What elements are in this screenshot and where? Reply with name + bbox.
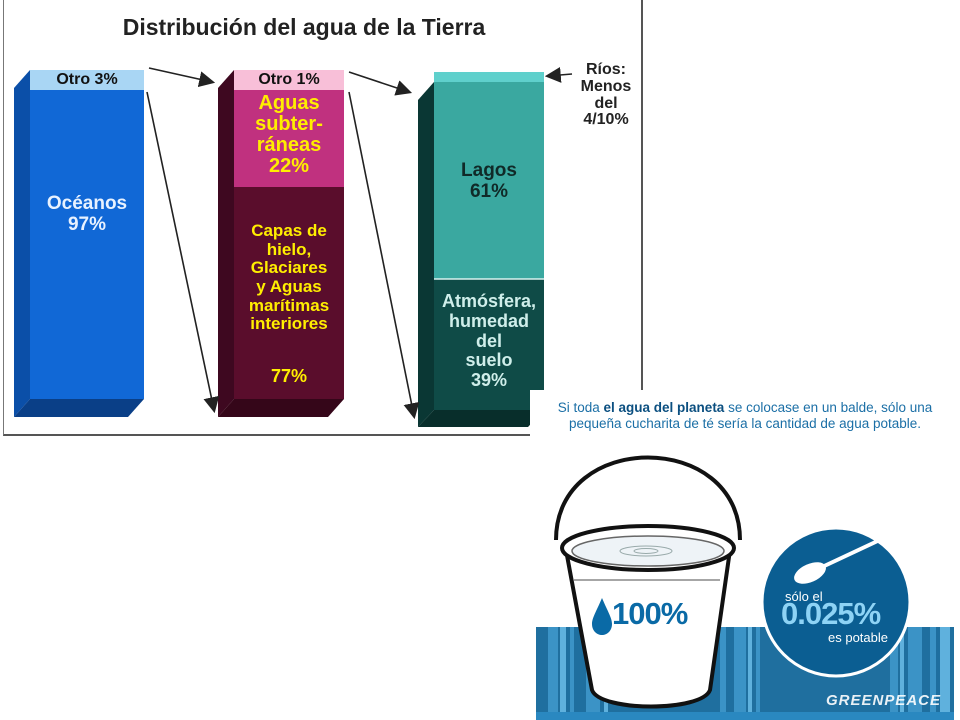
col3-upper-segment	[434, 82, 544, 279]
circle-prefix: sólo el	[785, 589, 823, 604]
infographic-svg	[536, 455, 954, 720]
col3-lower-line-3: del	[475, 330, 502, 351]
col2-main-line-3: Glaciares	[250, 258, 328, 278]
col2-main-line-1: Capas de	[251, 221, 327, 240]
chart-panel: Distribución del agua de la Tierra	[3, 0, 643, 436]
col3-lower-line-1: Atmósfera,	[441, 291, 537, 311]
col2-main-line-2: hielo,	[266, 239, 312, 259]
potable-circle	[760, 526, 912, 678]
rios-label: Ríos: Menos del 4/10%	[570, 61, 642, 129]
chart-svg	[14, 66, 573, 427]
column-oceans	[14, 70, 144, 417]
col2-main-line-4: y Aguas	[256, 277, 322, 297]
col3-top-segment	[434, 72, 544, 82]
col2-top-segment	[234, 70, 344, 90]
col2-mid-segment	[234, 90, 344, 187]
column-freshwater	[218, 70, 344, 417]
col3-lower-value: 39%	[470, 370, 508, 391]
col2-side	[218, 70, 234, 417]
col1-bottom	[14, 399, 144, 417]
greenpeace-logo: GREENPEACE	[826, 692, 942, 709]
col1-main-label: Océanos 97%	[30, 193, 144, 236]
rios-line-3: del	[594, 94, 618, 112]
col1-top-label: Otro 3%	[56, 71, 118, 88]
rios-line-4: 4/10%	[583, 111, 629, 129]
col2-bottom	[218, 399, 344, 417]
col2-top-label: Otro 1%	[258, 71, 320, 88]
col3-bottom	[418, 410, 544, 427]
arrow-down-1	[146, 91, 220, 414]
rios-line-1: Ríos:	[586, 61, 626, 78]
col2-main-value: 77%	[270, 366, 308, 386]
col1-main-segment	[30, 90, 144, 399]
col2-mid-line-2: subter-	[255, 113, 323, 135]
circle-value: 0.025%	[781, 596, 881, 631]
caption-highlight: el agua del planeta	[603, 400, 725, 415]
col3-upper-name: Lagos	[461, 160, 517, 181]
caption-part-2: se colocase en un balde, sólo una pequeñ…	[568, 400, 933, 432]
col3-lower-label: Atmósfera, humedad del suelo 39%	[430, 291, 548, 391]
col2-main-segment	[234, 187, 344, 399]
arrow-top-1	[148, 67, 216, 88]
arrow-rios	[544, 66, 573, 83]
col3-side	[418, 82, 434, 427]
bucket-value: 100%	[612, 596, 688, 631]
col1-main-value: 97%	[67, 214, 107, 236]
col2-main-line-6: interiores	[250, 314, 328, 334]
col2-mid-value: 22%	[268, 155, 310, 177]
spoon-icon	[794, 536, 886, 584]
caption-part-1: Si toda	[557, 400, 604, 415]
infographic-caption: Si toda el agua del planeta se colocase …	[538, 400, 952, 432]
col2-mid-label: Aguas subter- ráneas 22%	[234, 93, 344, 177]
col3-upper-label: Lagos 61%	[434, 160, 544, 203]
water-drop-icon	[592, 598, 612, 635]
chart-title: Distribución del agua de la Tierra	[122, 14, 486, 40]
col3-lower-line-2: humedad	[448, 310, 529, 331]
col2-mid-line-1: Aguas	[258, 92, 320, 114]
col3-upper-value: 61%	[469, 181, 509, 203]
col2-mid-line-3: ráneas	[256, 134, 322, 156]
col1-side	[14, 70, 30, 417]
column-surface-water	[418, 72, 544, 427]
circle-suffix: es potable	[828, 630, 888, 645]
col3-lower-segment	[434, 279, 544, 410]
bucket-infographic: Si toda el agua del planeta se colocase …	[530, 390, 960, 720]
col3-lower-line-4: suelo	[465, 350, 513, 371]
bucket-icon	[554, 455, 742, 709]
col1-main-name: Océanos	[46, 193, 128, 214]
arrow-top-2	[348, 71, 413, 96]
col1-top-segment	[30, 70, 144, 90]
rios-line-2: Menos	[580, 77, 632, 95]
col2-main-label: Capas de hielo, Glaciares y Aguas maríti…	[234, 221, 344, 334]
col2-main-line-5: marítimas	[248, 295, 330, 315]
arrow-down-2	[348, 91, 420, 420]
